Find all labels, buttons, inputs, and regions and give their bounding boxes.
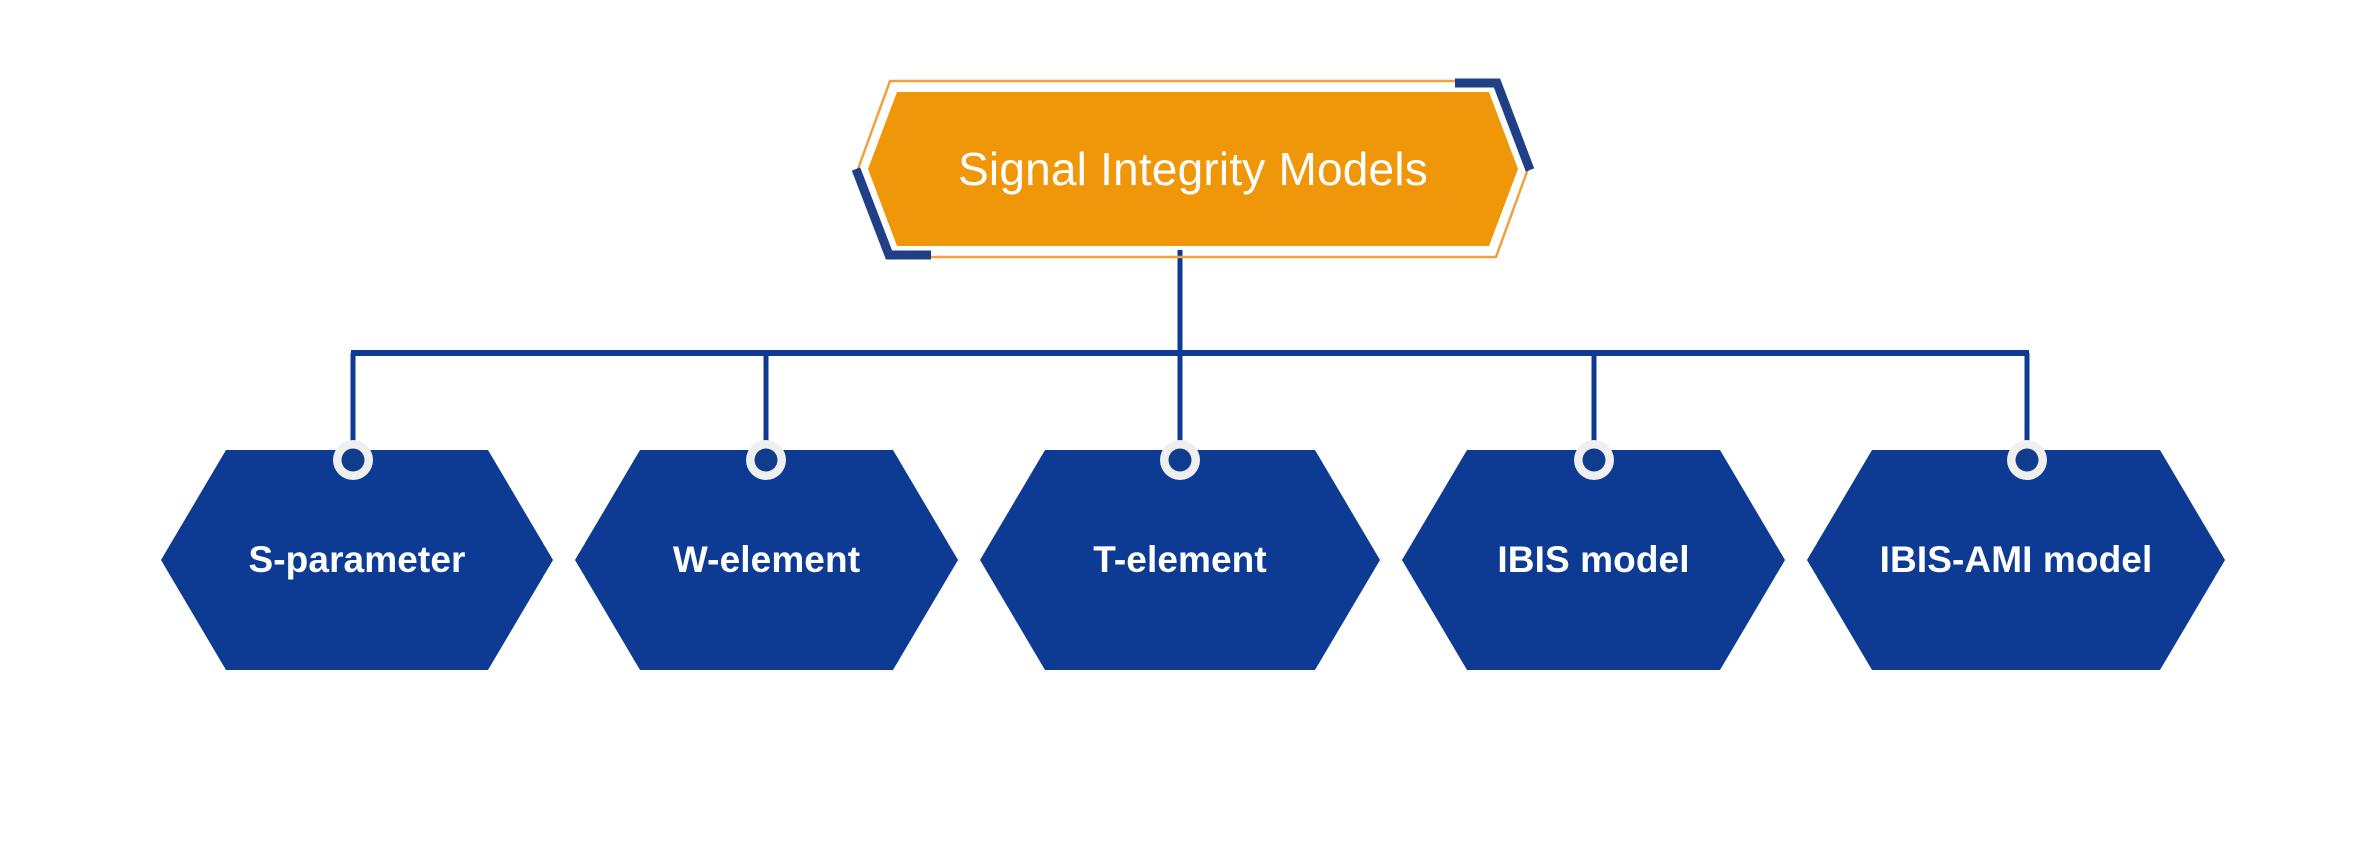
connector-marker-4 bbox=[1574, 440, 1614, 480]
root-accent-bottom-left bbox=[851, 167, 931, 260]
child-node-label-2: W-element bbox=[672, 539, 861, 580]
child-node-shape-3[interactable] bbox=[980, 450, 1380, 670]
connector-marker-3 bbox=[1160, 440, 1200, 480]
child-node-label-3: T-element bbox=[1093, 539, 1267, 580]
child-node-shape-5[interactable] bbox=[1807, 450, 2225, 670]
connector-markers-group bbox=[333, 440, 2047, 480]
root-node-body bbox=[868, 92, 1518, 246]
root-accent-top-right bbox=[1455, 78, 1535, 172]
child-node-shape-2[interactable] bbox=[575, 450, 958, 670]
child-node-label-5: IBIS-AMI model bbox=[1879, 539, 2153, 580]
connector-marker-1 bbox=[333, 440, 373, 480]
connector-marker-2 bbox=[746, 440, 786, 480]
connector-group bbox=[350, 250, 2030, 462]
connector-marker-5 bbox=[2007, 440, 2047, 480]
child-node-label-4: IBIS model bbox=[1497, 539, 1690, 580]
child-nodes-group bbox=[161, 450, 2225, 670]
child-node-label-1: S-parameter bbox=[248, 539, 466, 580]
child-node-shape-1[interactable] bbox=[161, 450, 553, 670]
root-node-shape[interactable] bbox=[851, 78, 1535, 260]
root-node-label: Signal Integrity Models bbox=[958, 143, 1428, 195]
child-node-shape-4[interactable] bbox=[1402, 450, 1785, 670]
